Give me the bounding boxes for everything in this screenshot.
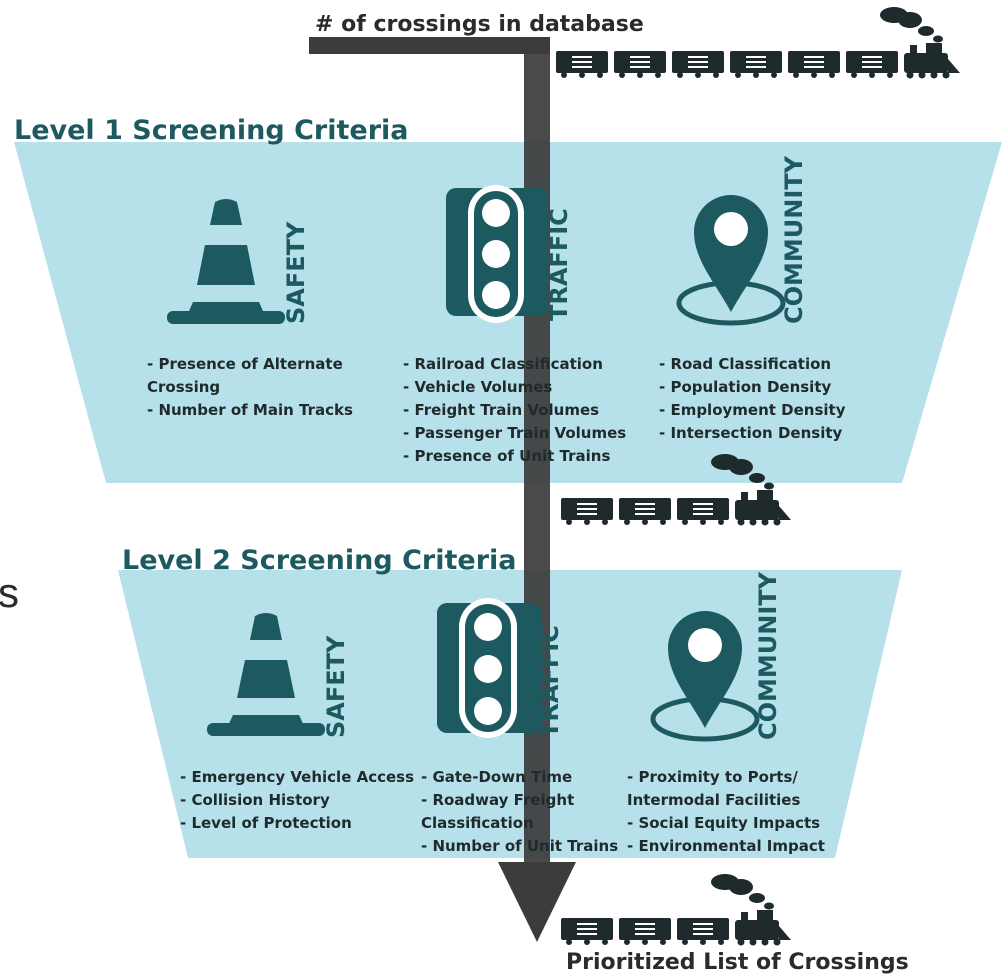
map-pin-icon xyxy=(650,611,760,742)
partial-glyph: s xyxy=(0,569,19,616)
criteria-item: Classification xyxy=(421,814,534,832)
criteria-item: - Gate-Down Time xyxy=(421,768,572,786)
criteria-item: - Number of Unit Trains xyxy=(421,837,618,855)
criteria-item: - Presence of Alternate xyxy=(147,355,343,373)
traffic-cone-icon xyxy=(167,199,285,324)
criteria-item: - Social Equity Impacts xyxy=(627,814,820,832)
criteria-item: - Railroad Classification xyxy=(403,355,603,373)
criteria-item: - Level of Protection xyxy=(180,814,352,832)
traffic-cone-icon xyxy=(207,613,325,736)
criteria-item: - Road Classification xyxy=(659,355,831,373)
criteria-item: - Collision History xyxy=(180,791,330,809)
level1-community-label: COMMUNITY xyxy=(780,155,808,324)
criteria-item: - Population Density xyxy=(659,378,831,396)
level1-traffic-criteria: - Railroad Classification - Vehicle Volu… xyxy=(403,355,626,465)
criteria-item: - Intersection Density xyxy=(659,424,843,442)
criteria-item: - Environmental Impact xyxy=(627,837,825,855)
level2-traffic-label: TRAFFIC xyxy=(536,625,564,738)
level1-community-criteria: - Road Classification - Population Densi… xyxy=(659,355,846,442)
level2-title: Level 2 Screening Criteria xyxy=(122,545,516,576)
traffic-light-icon xyxy=(437,598,541,738)
level2-community-label: COMMUNITY xyxy=(754,571,782,740)
level2-safety-criteria: - Emergency Vehicle Access - Collision H… xyxy=(180,768,414,832)
level1-title: Level 1 Screening Criteria xyxy=(14,115,408,146)
train-icon xyxy=(556,7,960,79)
criteria-item: - Emergency Vehicle Access xyxy=(180,768,414,786)
level2-community-criteria: - Proximity to Ports/ Intermodal Facilit… xyxy=(627,768,825,855)
level1-safety-criteria: - Presence of Alternate Crossing - Numbe… xyxy=(147,355,353,419)
flow-arrow xyxy=(309,37,576,942)
traffic-light-icon xyxy=(446,185,548,323)
level1-traffic-label: TRAFFIC xyxy=(545,208,573,321)
bottom-label: Prioritized List of Crossings xyxy=(566,950,909,975)
train-icon xyxy=(561,454,791,526)
criteria-item: - Vehicle Volumes xyxy=(403,378,552,396)
map-pin-icon xyxy=(676,195,786,326)
criteria-item: - Roadway Freight xyxy=(421,791,574,809)
criteria-item: - Proximity to Ports/ xyxy=(627,768,798,786)
criteria-item: - Passenger Train Volumes xyxy=(403,424,626,442)
criteria-item: - Employment Density xyxy=(659,401,846,419)
smoke-puff-icon xyxy=(711,874,774,910)
trains-layer xyxy=(556,7,960,946)
level1-safety-label: SAFETY xyxy=(282,221,310,324)
top-label: # of crossings in database xyxy=(315,12,644,37)
criteria-item: Crossing xyxy=(147,378,220,396)
level2-safety-label: SAFETY xyxy=(322,635,350,738)
criteria-item: - Number of Main Tracks xyxy=(147,401,353,419)
level2-traffic-criteria: - Gate-Down Time - Roadway Freight Class… xyxy=(421,768,618,855)
criteria-item: - Presence of Unit Trains xyxy=(403,447,610,465)
train-icon xyxy=(561,874,791,946)
criteria-item: - Freight Train Volumes xyxy=(403,401,599,419)
smoke-puff-icon xyxy=(711,454,774,490)
smoke-puff-icon xyxy=(880,7,943,43)
criteria-item: Intermodal Facilities xyxy=(627,791,800,809)
